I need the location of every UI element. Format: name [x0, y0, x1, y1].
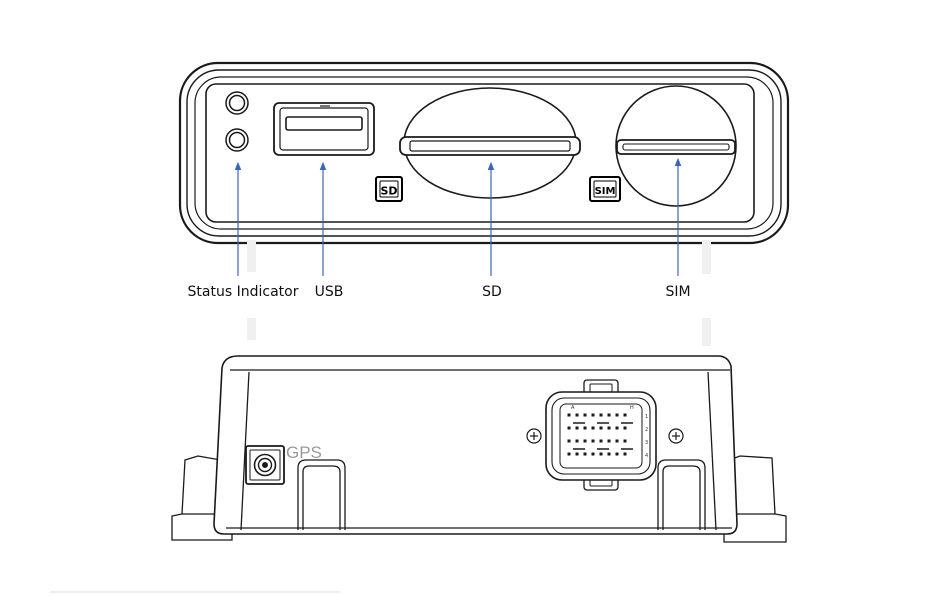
connector-pin	[607, 426, 611, 430]
connector-key-bar	[597, 422, 609, 424]
faint-dividers	[247, 240, 711, 346]
connector-pin	[575, 426, 579, 430]
connector-pin	[607, 452, 611, 456]
connector-pin	[591, 426, 595, 430]
front-panel	[178, 61, 790, 245]
connector-pin	[599, 452, 603, 456]
usb-port	[273, 102, 375, 156]
connector-pin	[575, 439, 579, 443]
status-indicator-label: Status Indicator	[188, 284, 299, 300]
multi-pin-connector	[545, 379, 657, 491]
connector-key-bar	[573, 422, 585, 424]
connector-pin	[575, 452, 579, 456]
connector-pin	[623, 439, 627, 443]
sim-slot	[615, 85, 737, 207]
connector-pin	[567, 439, 571, 443]
gps-label: GPS	[286, 443, 322, 462]
connector-pin	[591, 413, 595, 417]
gps-connector	[245, 445, 285, 485]
connector-pin	[615, 452, 619, 456]
connector-pin	[567, 452, 571, 456]
connector-pin	[615, 439, 619, 443]
connector-pin	[583, 452, 587, 456]
connector-screws	[526, 428, 684, 444]
led-bottom	[225, 128, 249, 152]
connector-pin	[599, 439, 603, 443]
led-top	[225, 91, 249, 115]
connector-pin	[615, 413, 619, 417]
connector-pin	[575, 413, 579, 417]
connector-pins	[567, 413, 633, 456]
connector-pin	[623, 452, 627, 456]
sd-badge: SD	[375, 176, 403, 202]
connector-pin	[607, 439, 611, 443]
connector-pin	[623, 413, 627, 417]
status-indicator-leds	[225, 91, 249, 152]
connector-pin	[599, 426, 603, 430]
screw-left	[526, 428, 542, 444]
connector-pin	[623, 426, 627, 430]
screw-right	[668, 428, 684, 444]
usb-label: USB	[315, 284, 344, 300]
connector-row-label-3: 3	[645, 440, 648, 446]
connector-key-bar	[621, 422, 633, 424]
connector-pin	[591, 439, 595, 443]
connector-pin	[567, 426, 571, 430]
connector-pin	[583, 426, 587, 430]
connector-pin	[583, 413, 587, 417]
sim-badge-text: SIM	[595, 186, 616, 197]
connector-pin	[615, 426, 619, 430]
sd-label: SD	[482, 284, 502, 300]
connector-key-bar	[597, 448, 609, 450]
sd-badge-text: SD	[380, 185, 397, 198]
connector-pin	[583, 439, 587, 443]
connector-row-label-1: 1	[645, 414, 648, 420]
callout-arrows	[234, 157, 682, 276]
connector-key-bar	[621, 448, 633, 450]
sim-badge: SIM	[589, 176, 621, 202]
connector-row-label-4: 4	[645, 453, 648, 459]
connector-pin	[599, 413, 603, 417]
sd-slot	[399, 87, 581, 199]
connector-row-label-2: 2	[645, 427, 648, 433]
connector-pin	[591, 452, 595, 456]
connector-pin	[607, 413, 611, 417]
sim-label: SIM	[665, 284, 690, 300]
connector-col-label-a: A	[571, 405, 575, 411]
connector-pin	[567, 413, 571, 417]
connector-key-bar	[573, 448, 585, 450]
connector-col-label-h: H	[630, 405, 634, 411]
